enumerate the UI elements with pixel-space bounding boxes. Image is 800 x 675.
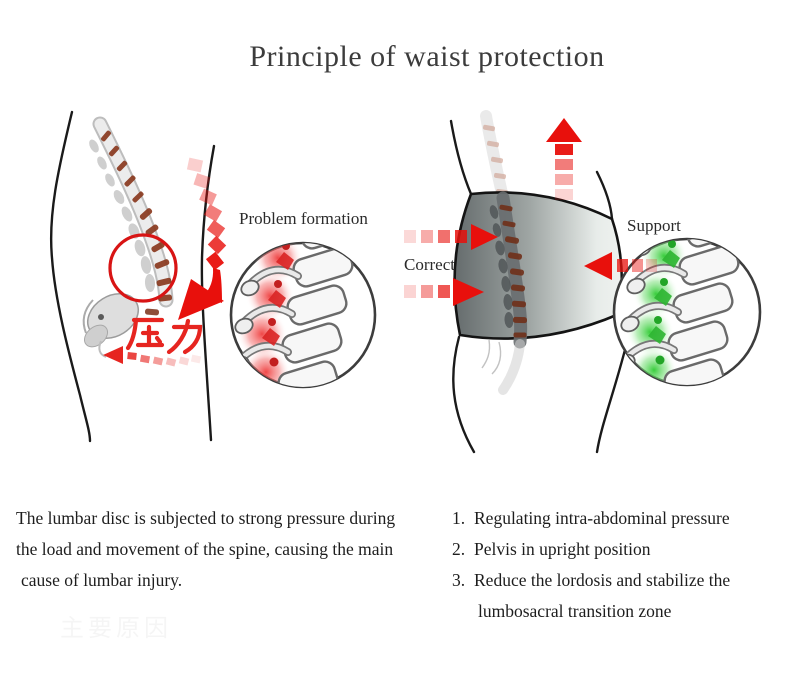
pressure-arrowhead [178,279,224,320]
right-body-figure [449,110,629,454]
list-item-text: Regulating intra-abdominal pressure [474,508,730,528]
watermark: 主要原因 [60,608,172,643]
page-title: Principle of waist protection [249,40,605,73]
paragraph-line: cause of lumbar injury. [21,570,183,590]
left-body-back-outline [49,110,92,443]
list-item: 1. Regulating intra-abdominal pressure [452,503,782,534]
paragraph-line: The lumbar disc is subjected to strong p… [16,508,396,528]
right-sacrum-and-straps [481,339,525,395]
support-arrow-left [584,252,657,280]
list-item-number: 3. [452,570,466,590]
right-spine-in-band [489,191,528,349]
pelvis-rebound-arrow [103,346,202,367]
correct-arrow-upper [404,224,498,250]
pressure-label-zh-glyphs [125,317,203,355]
list-item: 2. Pelvis in upright position [452,534,782,565]
list-item-text: Reduce the lordosis and stabilize the [474,570,731,590]
lumbar-highlight-circle [108,233,178,303]
support-label: Support [627,216,681,235]
left-body-front-outline [200,144,216,442]
right-body-back-upper-outline [449,119,473,196]
right-spine-upper [480,110,509,204]
correct-label: Correct [404,255,455,274]
explanation-paragraph: The lumbar disc is subjected to strong p… [16,503,424,596]
problem-inset [229,241,377,389]
list-item: 3. Reduce the lordosis and stabilize the [452,565,782,596]
right-body-front-upper-outline [595,170,614,221]
paragraph-line: the load and movement of the spine, caus… [16,539,394,559]
problem-formation-label: Problem formation [239,209,368,228]
decompression-up-arrow [546,118,582,200]
right-body-back-lower-outline [452,335,476,454]
list-item-continuation: lumbosacral transition zone [478,601,672,621]
left-body-figure [49,110,227,443]
left-spine [89,116,174,308]
list-item-number: 1. [452,508,466,528]
pressure-curve-arrow [178,157,227,320]
correct-arrow-lower [404,278,484,306]
list-item-text: Pelvis in upright position [474,539,651,559]
list-item-number: 2. [452,539,466,559]
benefits-list: 1. Regulating intra-abdominal pressure 2.… [452,503,782,627]
